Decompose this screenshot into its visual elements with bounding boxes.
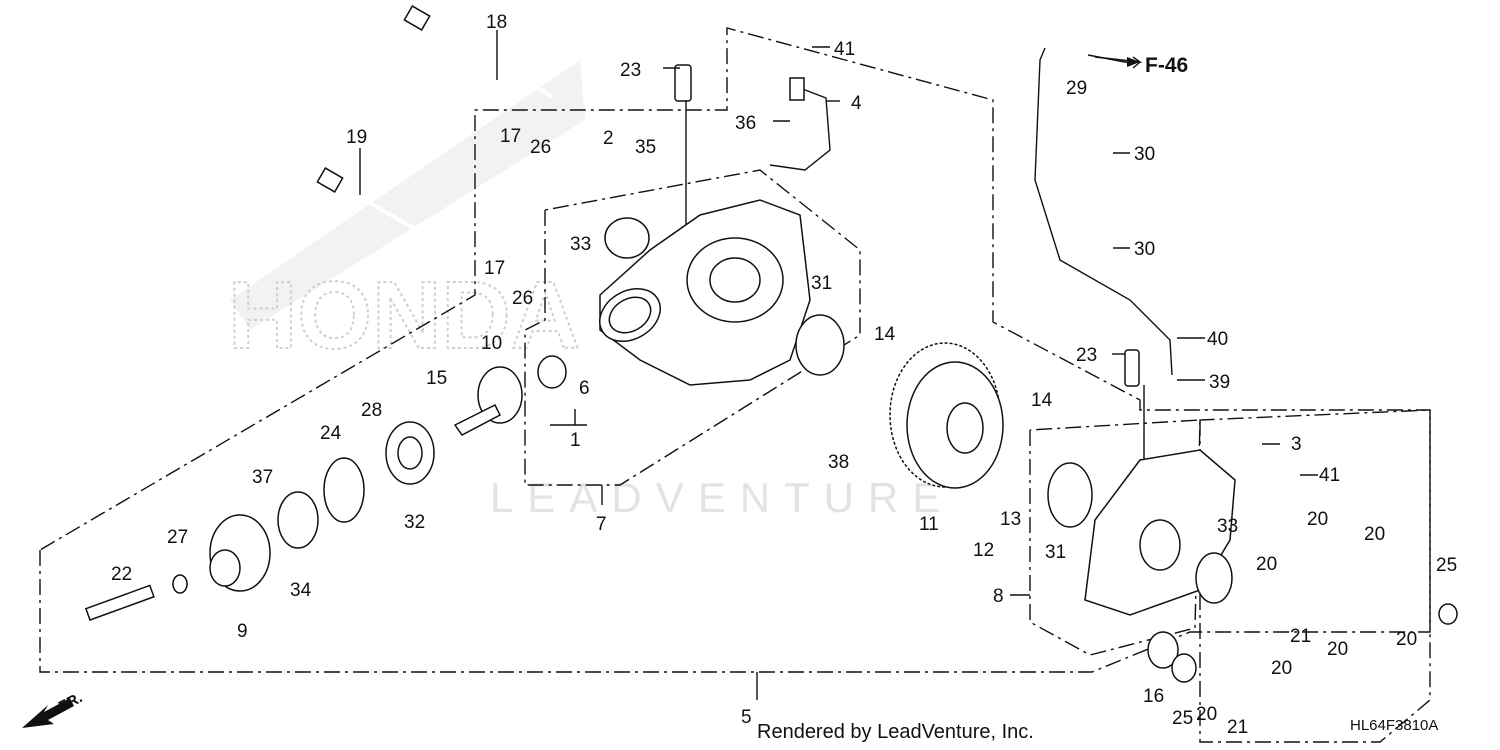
callout-25b: 25 bbox=[1172, 708, 1193, 729]
callout-21b: 21 bbox=[1227, 717, 1248, 738]
callout-27: 27 bbox=[167, 527, 188, 548]
callout-3: 3 bbox=[1291, 434, 1302, 455]
ring-gear bbox=[889, 342, 1004, 489]
callout-10: 10 bbox=[481, 333, 502, 354]
pinion-assembly bbox=[209, 217, 1233, 604]
callout-38: 38 bbox=[828, 452, 849, 473]
callout-20d: 20 bbox=[1396, 629, 1417, 650]
brand-watermark: HONDA bbox=[227, 60, 585, 370]
bolt-19 bbox=[316, 167, 456, 254]
callout-8: 8 bbox=[993, 586, 1004, 607]
callout-30a: 30 bbox=[1134, 144, 1155, 165]
callout-4: 4 bbox=[851, 93, 862, 114]
speed-sensor bbox=[789, 77, 805, 101]
callout-26a: 26 bbox=[530, 137, 551, 158]
callout-24: 24 bbox=[320, 423, 342, 444]
callout-23b: 23 bbox=[1076, 345, 1097, 366]
callout-39: 39 bbox=[1209, 372, 1230, 393]
callout-41a: 41 bbox=[834, 39, 855, 60]
callout-32: 32 bbox=[404, 512, 425, 533]
drawing-code: HL64F3810A bbox=[1350, 717, 1438, 734]
callout-37: 37 bbox=[252, 467, 273, 488]
callout-20c: 20 bbox=[1256, 554, 1277, 575]
callout-1: 1 bbox=[570, 430, 581, 451]
callouts: 1 2 3 4 5 6 7 8 9 10 11 12 13 14 14 15 1… bbox=[111, 12, 1457, 738]
callout-33a: 33 bbox=[570, 234, 591, 255]
callout-25a: 25 bbox=[1436, 555, 1457, 576]
front-arrow-icon bbox=[22, 698, 74, 728]
callout-19: 19 bbox=[346, 127, 367, 148]
callout-7: 7 bbox=[596, 514, 607, 535]
front-indicator: FR. bbox=[22, 689, 85, 728]
callout-29: 29 bbox=[1066, 78, 1087, 99]
callout-20f: 20 bbox=[1271, 658, 1292, 679]
callout-28: 28 bbox=[361, 400, 382, 421]
reference-f46: F-46 bbox=[1094, 54, 1188, 77]
callout-2: 2 bbox=[603, 128, 614, 149]
callout-36: 36 bbox=[735, 113, 756, 134]
callout-20b: 20 bbox=[1364, 524, 1385, 545]
callout-34: 34 bbox=[290, 580, 312, 601]
callout-20g: 20 bbox=[1196, 704, 1217, 725]
callout-21a: 21 bbox=[1290, 626, 1311, 647]
callout-31b: 31 bbox=[1045, 542, 1066, 563]
callout-20e: 20 bbox=[1327, 639, 1348, 660]
callout-16: 16 bbox=[1143, 686, 1164, 707]
brand-watermark-text: HONDA bbox=[228, 262, 580, 369]
callout-9: 9 bbox=[237, 621, 248, 642]
callout-14b: 14 bbox=[1031, 390, 1053, 411]
callout-11: 11 bbox=[919, 514, 939, 535]
callout-15: 15 bbox=[426, 368, 447, 389]
bolt-18 bbox=[403, 5, 555, 99]
group-outlines bbox=[39, 27, 1431, 743]
credit-text: Rendered by LeadVenture, Inc. bbox=[757, 721, 1034, 743]
callout-14a: 14 bbox=[874, 324, 896, 345]
callout-40: 40 bbox=[1207, 329, 1228, 350]
callout-22: 22 bbox=[111, 564, 132, 585]
callout-35: 35 bbox=[635, 137, 656, 158]
speed-sensor-wire bbox=[769, 87, 831, 171]
arrow-right-icon bbox=[1127, 57, 1140, 67]
differential-housing bbox=[599, 199, 811, 386]
leadventure-watermark: LEADVENTURE bbox=[490, 474, 954, 521]
callout-17b: 17 bbox=[484, 258, 505, 279]
callout-41b: 41 bbox=[1319, 465, 1340, 486]
callout-23a: 23 bbox=[620, 60, 641, 81]
callout-30b: 30 bbox=[1134, 239, 1155, 260]
callout-6: 6 bbox=[579, 378, 590, 399]
callout-33b: 33 bbox=[1217, 516, 1238, 537]
callout-18: 18 bbox=[486, 12, 507, 33]
reference-label: F-46 bbox=[1145, 54, 1188, 77]
callout-17a: 17 bbox=[500, 126, 521, 147]
breather-tube bbox=[1034, 47, 1173, 376]
callout-5: 5 bbox=[741, 707, 752, 728]
callout-31a: 31 bbox=[811, 273, 832, 294]
callout-12: 12 bbox=[973, 540, 994, 561]
callout-26b: 26 bbox=[512, 288, 533, 309]
callout-13: 13 bbox=[1000, 509, 1021, 530]
callout-20a: 20 bbox=[1307, 509, 1328, 530]
hardware bbox=[84, 64, 1458, 683]
